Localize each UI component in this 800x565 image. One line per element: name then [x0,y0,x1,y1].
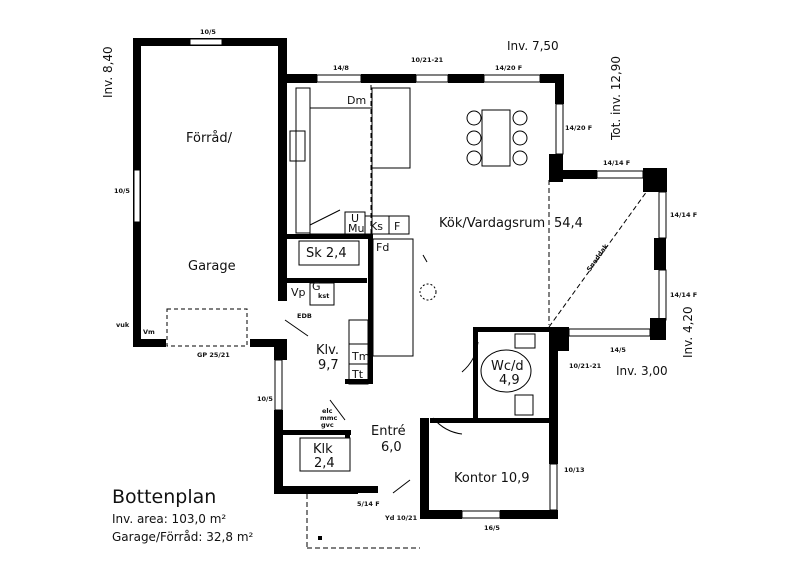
fixture-mmc: mmc [320,414,338,422]
room-wc-d: Wc/d [491,359,524,374]
opening-14-8: 14/8 [333,64,349,72]
opening-5-14f: 5/14 F [357,500,380,508]
fixture-gvc: gvc [321,421,334,429]
fixture-fd: Fd [376,241,389,254]
room-klv-area: 9,7 [318,358,339,373]
fixture-edb: EDB [297,312,312,320]
room-wc-area: 4,9 [499,373,520,388]
room-klk: Klk [313,442,333,457]
fixture-tm: Tm [351,350,369,363]
room-forrad: Förråd/ [186,131,233,146]
fixture-elc: elc [322,407,333,415]
opening-10-5-top: 10/5 [200,28,216,36]
opening-yd: Yd 10/21 [384,514,418,522]
dim-tot-inv: Tot. inv. 12,90 [609,56,623,141]
opening-gp: GP 25/21 [197,351,230,359]
room-entre-area: 6,0 [381,440,402,455]
opening-10-5-left: 10/5 [114,187,130,195]
opening-14-5: 14/5 [610,346,626,354]
garage-area-label: Garage/Förråd: 32,8 m² [112,530,254,544]
opening-14-14f-c: 14/14 F [670,291,697,299]
fixture-g: G [312,280,321,293]
fixture-vp: Vp [291,286,306,299]
room-entre: Entré [371,424,406,439]
opening-14-20f-top: 14/20 F [495,64,522,72]
room-klk-area: 2,4 [314,456,335,471]
fixture-dm: Dm [347,94,366,107]
house-walls [274,74,667,519]
room-kok-vardagsrum: Kök/Vardagsrum [439,216,545,231]
dim-inv-4-20: Inv. 4,20 [681,306,695,358]
fixture-vuk: vuk [116,321,130,329]
fixture-tt: Tt [351,368,364,381]
dim-inv-3-00: Inv. 3,00 [616,364,668,378]
opening-10-13: 10/13 [564,466,584,474]
fixture-vm: Vm [143,328,155,336]
dim-inv-7-50: Inv. 7,50 [507,39,559,53]
fixture-ks: Ks [370,220,383,233]
dining-table [466,109,528,167]
fixture-f: F [394,220,400,233]
room-kok-area: 54,4 [554,216,583,231]
fixture-u: U [351,212,359,225]
opening-14-20f-right: 14/20 F [565,124,592,132]
opening-14-14f-a: 14/14 F [603,159,630,167]
fixture-kst: kst [318,292,329,300]
opening-16-5: 16/5 [484,524,500,532]
room-klv: Klv. [316,343,339,358]
room-kontor: Kontor 10,9 [454,471,530,486]
fixture-soffit: Sneddak [585,242,610,273]
opening-10-5-lower: 10/5 [257,395,273,403]
room-sk: Sk 2,4 [306,246,347,261]
interior-walls [283,85,656,549]
opening-10-21-21-top: 10/21-21 [411,56,444,64]
room-garage: Garage [188,259,236,274]
plan-title: Bottenplan [112,486,216,508]
opening-10-21-21-wc: 10/21-21 [569,362,602,370]
opening-14-14f-b: 14/14 F [670,211,697,219]
dim-inv-8-40: Inv. 8,40 [101,46,115,98]
inv-area-label: Inv. area: 103,0 m² [112,512,226,526]
garage-walls [133,38,287,347]
fixture-mu: Mu [348,222,364,235]
